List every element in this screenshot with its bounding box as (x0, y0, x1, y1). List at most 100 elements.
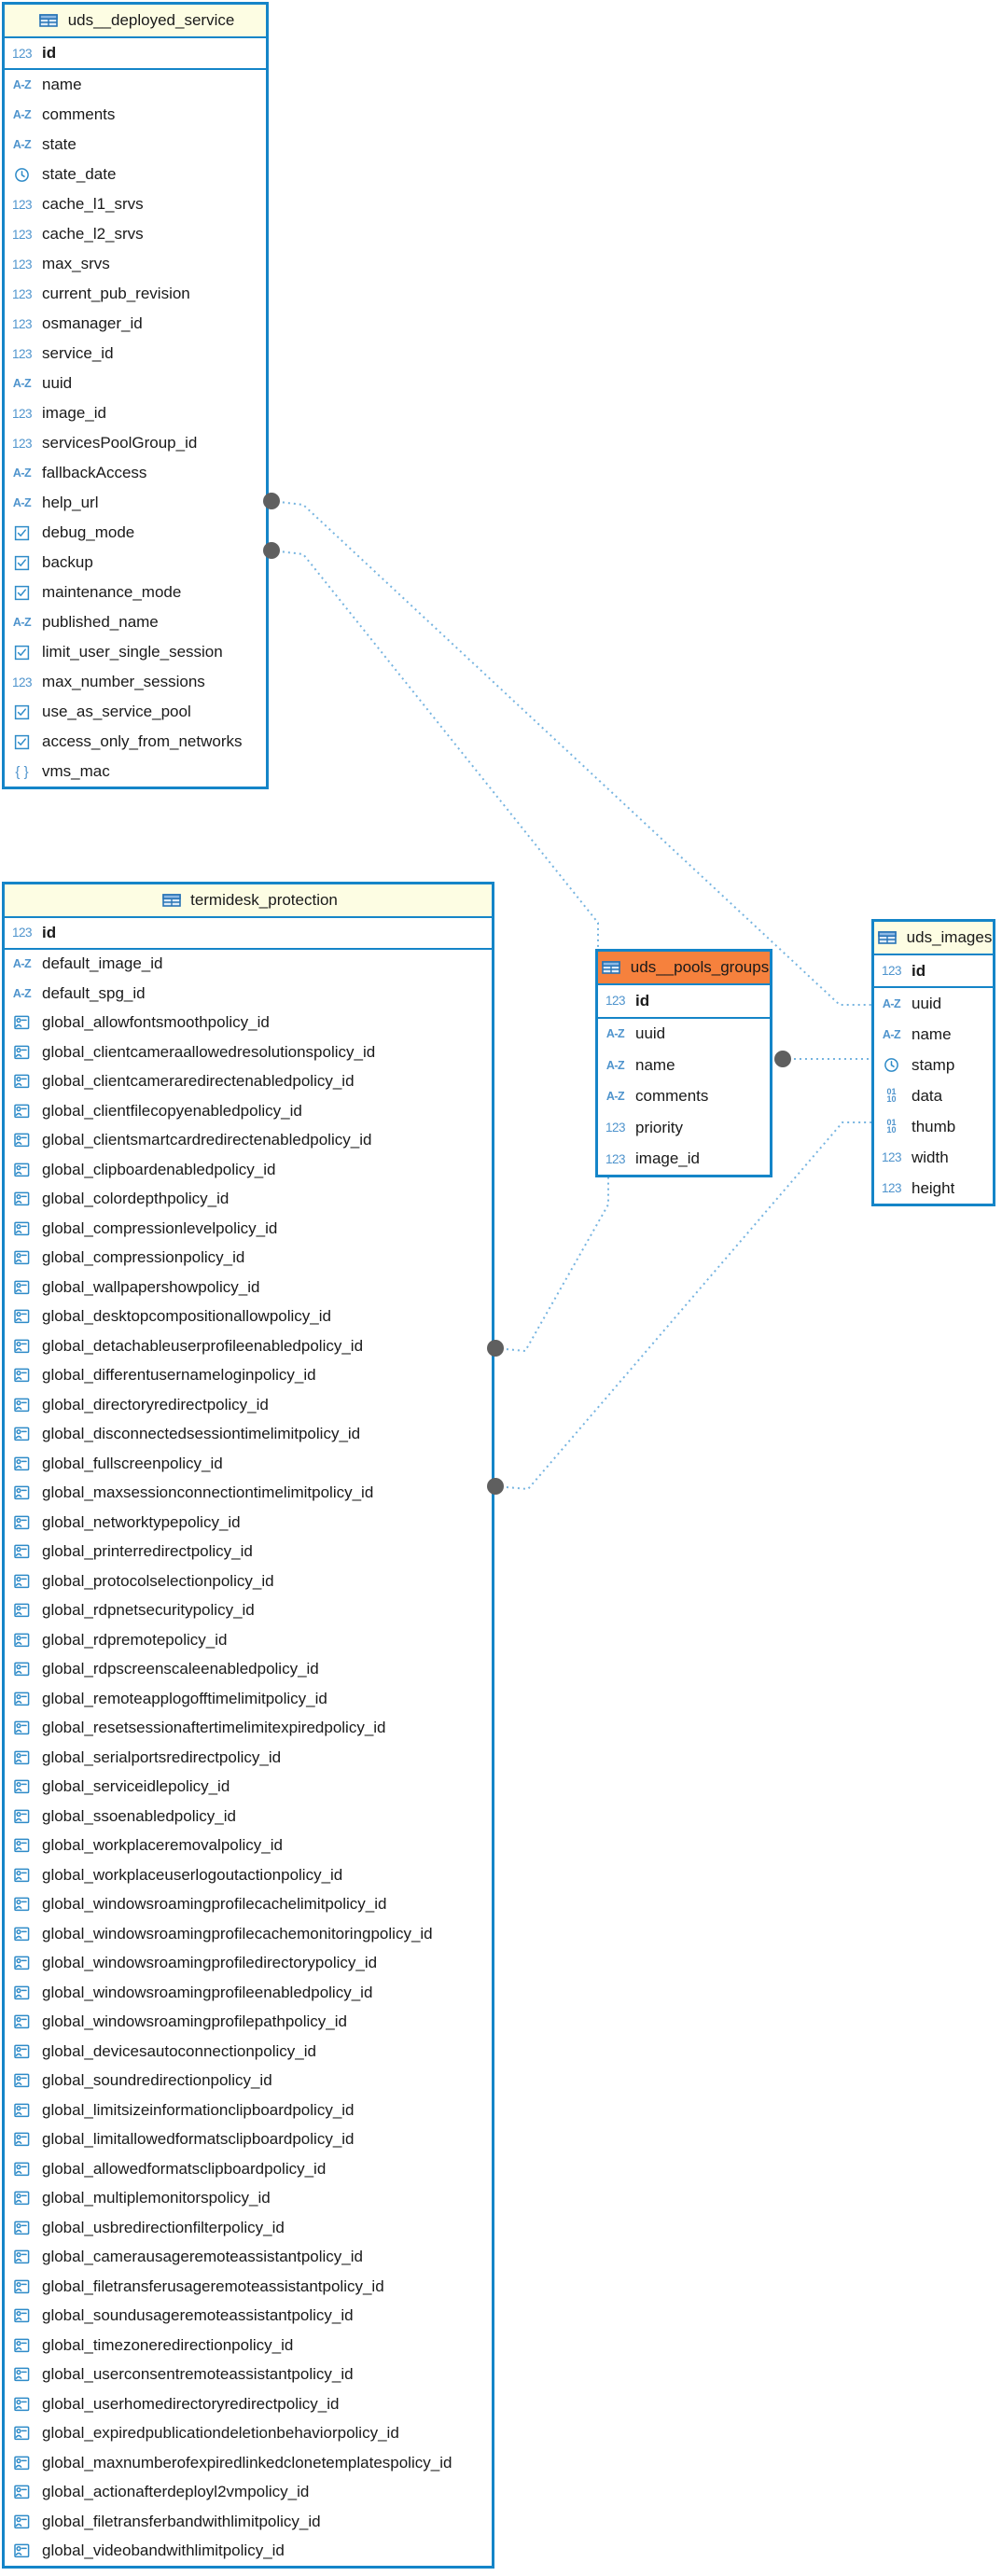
table-header[interactable]: uds_images (874, 922, 993, 955)
column-row-global_differentusernameloginpolicy_id[interactable]: global_differentusernameloginpolicy_id (5, 1361, 492, 1391)
column-row-global_clipboardenabledpolicy_id[interactable]: global_clipboardenabledpolicy_id (5, 1155, 492, 1185)
column-row-global_clientcameraredirectenabledpolicy_id[interactable]: global_clientcameraredirectenabledpolicy… (5, 1067, 492, 1097)
column-row-global_wallpapershowpolicy_id[interactable]: global_wallpapershowpolicy_id (5, 1273, 492, 1302)
column-row-global_windowsroamingprofileenabledpolicy_id[interactable]: global_windowsroamingprofileenabledpolic… (5, 1978, 492, 2008)
column-row-global_rdpscreenscaleenabledpolicy_id[interactable]: global_rdpscreenscaleenabledpolicy_id (5, 1655, 492, 1685)
column-row-global_maxsessionconnectiontimelimitpolicy_id[interactable]: global_maxsessionconnectiontimelimitpoli… (5, 1479, 492, 1509)
column-row-global_compressionlevelpolicy_id[interactable]: global_compressionlevelpolicy_id (5, 1214, 492, 1244)
table-header[interactable]: uds__deployed_service (5, 5, 266, 38)
column-row-global_clientsmartcardredirectenabledpolicy_id[interactable]: global_clientsmartcardredirectenabledpol… (5, 1126, 492, 1156)
connector-dot-uds__pools_groups[interactable] (774, 1051, 791, 1067)
column-row-global_serialportsredirectpolicy_id[interactable]: global_serialportsredirectpolicy_id (5, 1743, 492, 1773)
column-row-global_directoryredirectpolicy_id[interactable]: global_directoryredirectpolicy_id (5, 1390, 492, 1420)
column-row-global_windowsroamingprofilepathpolicy_id[interactable]: global_windowsroamingprofilepathpolicy_i… (5, 2008, 492, 2038)
column-row-global_windowsroamingprofilecachemonitoringpolicy_id[interactable]: global_windowsroamingprofilecachemonitor… (5, 1919, 492, 1949)
column-row-global_devicesautoconnectionpolicy_id[interactable]: global_devicesautoconnectionpolicy_id (5, 2037, 492, 2067)
column-row-global_usbredirectionfilterpolicy_id[interactable]: global_usbredirectionfilterpolicy_id (5, 2213, 492, 2243)
column-row-global_networktypepolicy_id[interactable]: global_networktypepolicy_id (5, 1508, 492, 1538)
column-row-global_rdpnetsecuritypolicy_id[interactable]: global_rdpnetsecuritypolicy_id (5, 1596, 492, 1626)
column-row-global_clientcameraallowedresolutionspolicy_id[interactable]: global_clientcameraallowedresolutionspol… (5, 1037, 492, 1067)
column-row-global_filetransferusageremoteassistantpolicy_id[interactable]: global_filetransferusageremoteassistantp… (5, 2272, 492, 2302)
column-row-global_actionafterdeployl2vmpolicy_id[interactable]: global_actionafterdeployl2vmpolicy_id (5, 2478, 492, 2508)
column-row-global_desktopcompositionallowpolicy_id[interactable]: global_desktopcompositionallowpolicy_id (5, 1302, 492, 1332)
column-row-backup[interactable]: backup (5, 548, 266, 578)
column-row-global_windowsroamingprofiledirectorypolicy_id[interactable]: global_windowsroamingprofiledirectorypol… (5, 1949, 492, 1979)
column-row-global_workplaceuserlogoutactionpolicy_id[interactable]: global_workplaceuserlogoutactionpolicy_i… (5, 1860, 492, 1890)
column-row-global_clientfilecopyenabledpolicy_id[interactable]: global_clientfilecopyenabledpolicy_id (5, 1096, 492, 1126)
column-row-global_filetransferbandwithlimitpolicy_id[interactable]: global_filetransferbandwithlimitpolicy_i… (5, 2507, 492, 2537)
column-row-global_soundusageremoteassistantpolicy_id[interactable]: global_soundusageremoteassistantpolicy_i… (5, 2302, 492, 2332)
column-row-global_workplaceremovalpolicy_id[interactable]: global_workplaceremovalpolicy_id (5, 1831, 492, 1861)
column-row-global_camerausageremoteassistantpolicy_id[interactable]: global_camerausageremoteassistantpolicy_… (5, 2243, 492, 2273)
column-row-global_userhomedirectoryredirectpolicy_id[interactable]: global_userhomedirectoryredirectpolicy_i… (5, 2389, 492, 2419)
column-row-vms_mac[interactable]: { }vms_mac (5, 757, 266, 787)
column-row-global_detachableuserprofileenabledpolicy_id[interactable]: global_detachableuserprofileenabledpolic… (5, 1331, 492, 1361)
column-row-global_userconsentremoteassistantpolicy_id[interactable]: global_userconsentremoteassistantpolicy_… (5, 2360, 492, 2390)
column-row-global_resetsessionaftertimelimitexpiredpolicy_id[interactable]: global_resetsessionaftertimelimitexpired… (5, 1714, 492, 1744)
column-row-global_allowfontsmoothpolicy_id[interactable]: global_allowfontsmoothpolicy_id (5, 1009, 492, 1038)
column-row-global_videobandwithlimitpolicy_id[interactable]: global_videobandwithlimitpolicy_id (5, 2537, 492, 2567)
column-row-global_serviceidlepolicy_id[interactable]: global_serviceidlepolicy_id (5, 1773, 492, 1803)
column-row-global_expiredpublicationdeletionbehaviorpolicy_id[interactable]: global_expiredpublicationdeletionbehavio… (5, 2419, 492, 2449)
column-row-access_only_from_networks[interactable]: access_only_from_networks (5, 727, 266, 757)
column-row-use_as_service_pool[interactable]: use_as_service_pool (5, 697, 266, 727)
column-row-global_printerredirectpolicy_id[interactable]: global_printerredirectpolicy_id (5, 1538, 492, 1567)
column-row-global_disconnectedsessiontimelimitpolicy_id[interactable]: global_disconnectedsessiontimelimitpolic… (5, 1420, 492, 1450)
column-row-global_allowedformatsclipboardpolicy_id[interactable]: global_allowedformatsclipboardpolicy_id (5, 2154, 492, 2184)
column-row-global_compressionpolicy_id[interactable]: global_compressionpolicy_id (5, 1244, 492, 1274)
column-row-global_fullscreenpolicy_id[interactable]: global_fullscreenpolicy_id (5, 1449, 492, 1479)
table-header[interactable]: uds__pools_groups (598, 952, 770, 985)
column-row-limit_user_single_session[interactable]: limit_user_single_session (5, 637, 266, 667)
column-row-debug_mode[interactable]: debug_mode (5, 518, 266, 548)
column-row-global_ssoenabledpolicy_id[interactable]: global_ssoenabledpolicy_id (5, 1802, 492, 1831)
column-row-global_limitallowedformatsclipboardpolicy_id[interactable]: global_limitallowedformatsclipboardpolic… (5, 2125, 492, 2155)
column-row-global_multiplemonitorspolicy_id[interactable]: global_multiplemonitorspolicy_id (5, 2184, 492, 2214)
column-row-global_rdpremotepolicy_id[interactable]: global_rdpremotepolicy_id (5, 1625, 492, 1655)
column-row-global_maxnumberofexpiredlinkedclonetemplatespolicy_id[interactable]: global_maxnumberofexpiredlinkedclonetemp… (5, 2448, 492, 2478)
table-header[interactable]: termidesk_protection (5, 884, 492, 918)
column-row-global_limitsizeinformationclipboardpolicy_id[interactable]: global_limitsizeinformationclipboardpoli… (5, 2096, 492, 2125)
column-row-global_soundredirectionpolicy_id[interactable]: global_soundredirectionpolicy_id (5, 2067, 492, 2096)
column-row-global_colordepthpolicy_id[interactable]: global_colordepthpolicy_id (5, 1185, 492, 1215)
column-row-state_date[interactable]: state_date (5, 160, 266, 189)
column-row-maintenance_mode[interactable]: maintenance_mode (5, 578, 266, 607)
column-row-global_protocolselectionpolicy_id[interactable]: global_protocolselectionpolicy_id (5, 1566, 492, 1596)
column-row-stamp[interactable]: stamp (874, 1050, 993, 1080)
column-row-global_timezoneredirectionpolicy_id[interactable]: global_timezoneredirectionpolicy_id (5, 2331, 492, 2360)
